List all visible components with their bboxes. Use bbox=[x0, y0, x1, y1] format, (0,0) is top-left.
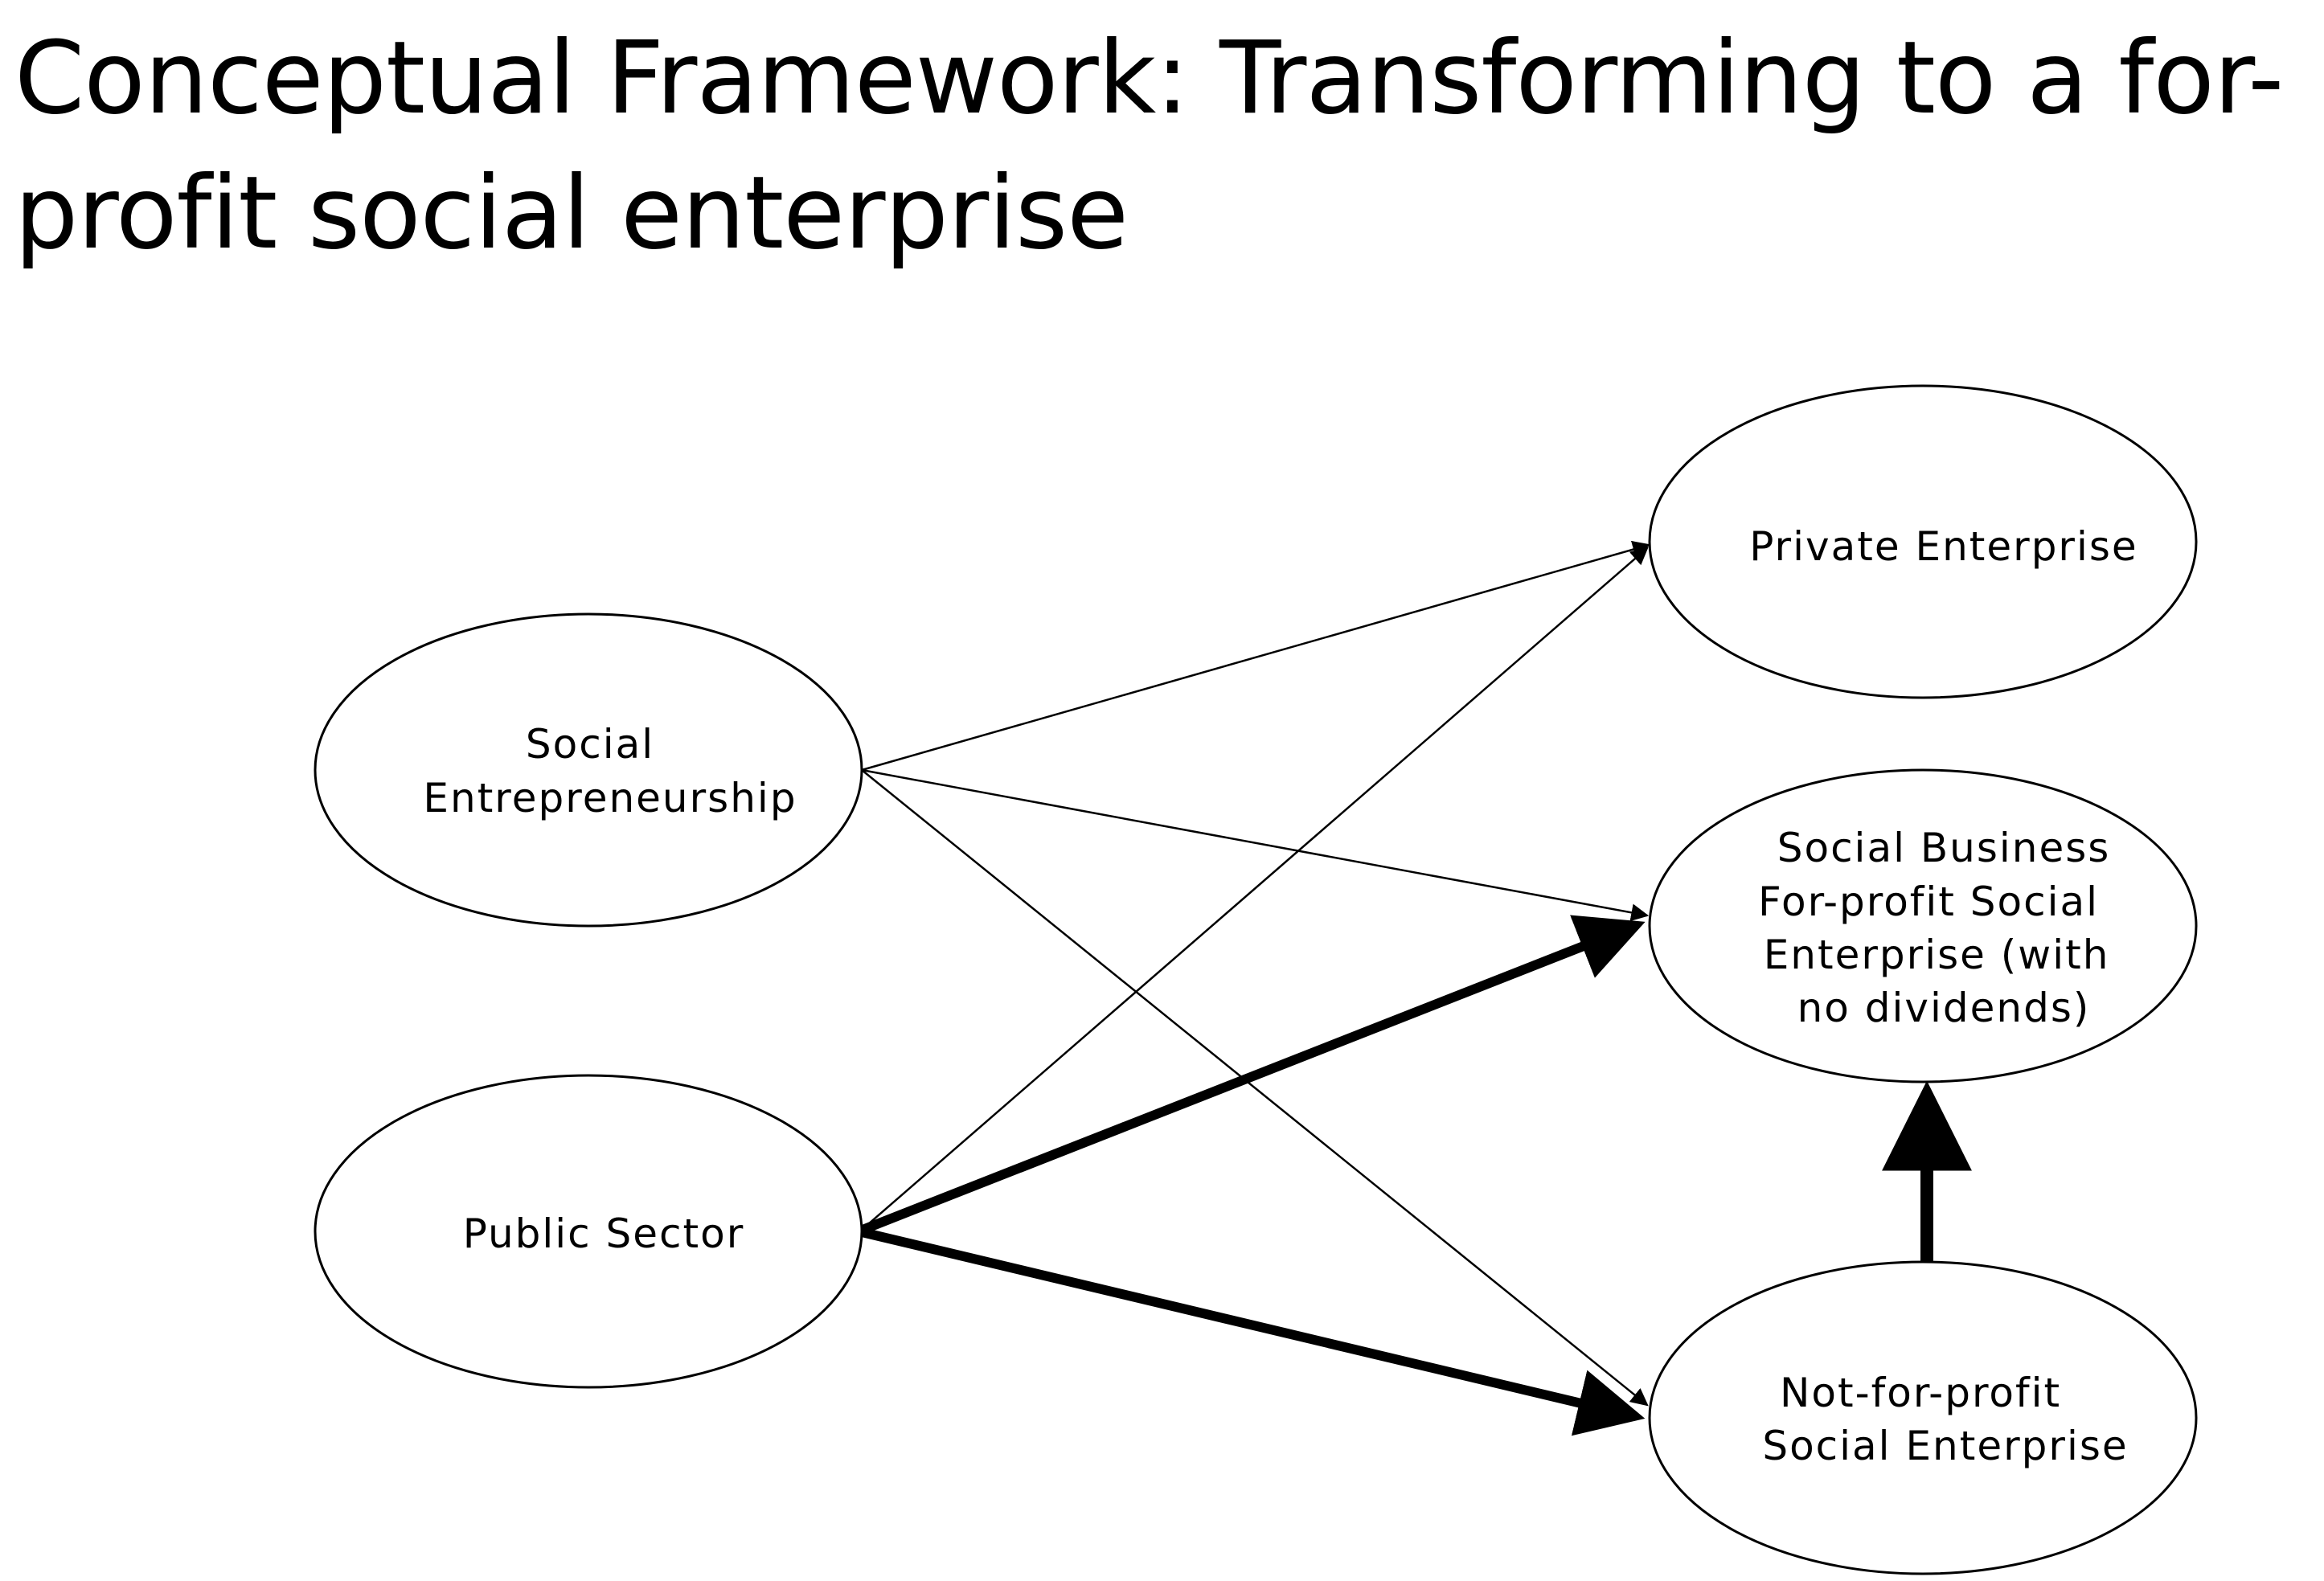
page-title-line-1: Conceptual Framework: Transforming to a … bbox=[14, 20, 2284, 137]
node-social-entrepreneurship: Social Entrepreneurship bbox=[314, 612, 863, 928]
page-title-line-2: profit social enterprise bbox=[14, 155, 1129, 272]
node-public-sector: Public Sector bbox=[314, 1074, 863, 1389]
edge-public-sector-to-not-for-profit bbox=[857, 1227, 1646, 1436]
node-label: Social Business For-profit Social Enterp… bbox=[1758, 825, 2125, 1031]
page-title: Conceptual Framework: Transforming to a … bbox=[14, 11, 2314, 281]
node-label: Public Sector bbox=[463, 1210, 745, 1257]
node-not-for-profit-social-enterprise: Not-for-profit Social Enterprise bbox=[1648, 1260, 2198, 1575]
edge-social-entrepreneurship-to-social-business bbox=[861, 768, 1650, 922]
node-social-business: Social Business For-profit Social Enterp… bbox=[1648, 768, 2198, 1083]
edge-public-sector-to-private-enterprise bbox=[861, 547, 1649, 1231]
edge-social-entrepreneurship-to-not-for-profit bbox=[861, 769, 1649, 1407]
node-label: Private Enterprise bbox=[1749, 523, 2138, 570]
edge-social-entrepreneurship-to-private-enterprise bbox=[861, 540, 1651, 772]
node-label: Social Entrepreneurship bbox=[423, 721, 797, 821]
node-label: Not-for-profit Social Enterprise bbox=[1762, 1370, 2128, 1469]
node-private-enterprise: Private Enterprise bbox=[1648, 384, 2198, 699]
edge-public-sector-to-social-business bbox=[856, 915, 1646, 1236]
